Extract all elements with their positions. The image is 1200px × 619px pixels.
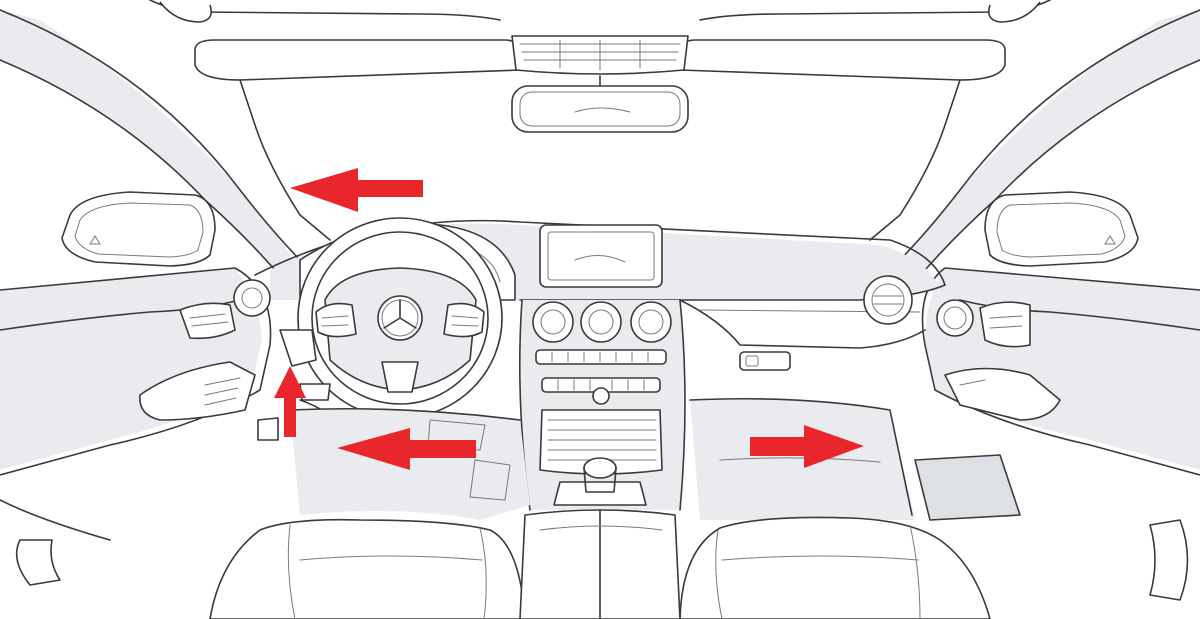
arrow-icon [274,168,864,470]
left-air-vent [233,279,271,317]
driver-seat [209,518,526,619]
left-side-mirror [61,191,216,267]
rear-view-mirror [511,75,689,133]
right-side-mirror [984,191,1139,267]
right-a-pillar [869,9,1200,286]
arrow-passenger-footwell [750,425,864,468]
three-pointed-star-icon [377,295,423,341]
passenger-seat [679,516,991,619]
infotainment-screen [539,224,663,288]
passenger-footwell [689,397,915,520]
arrow-driver-footwell [337,428,476,470]
left-a-pillar [0,9,331,286]
glovebox-handle [739,351,791,371]
arrow-steering-column [274,366,306,437]
arrow-a-pillar [290,168,423,212]
center-console [518,299,686,511]
passenger-air-vent [863,275,913,325]
roof-liner [149,0,1051,81]
left-door-panel [0,267,279,586]
steering-column [279,329,361,441]
overhead-console [511,35,689,75]
right-door-panel [914,267,1200,601]
center-armrest [519,509,681,619]
